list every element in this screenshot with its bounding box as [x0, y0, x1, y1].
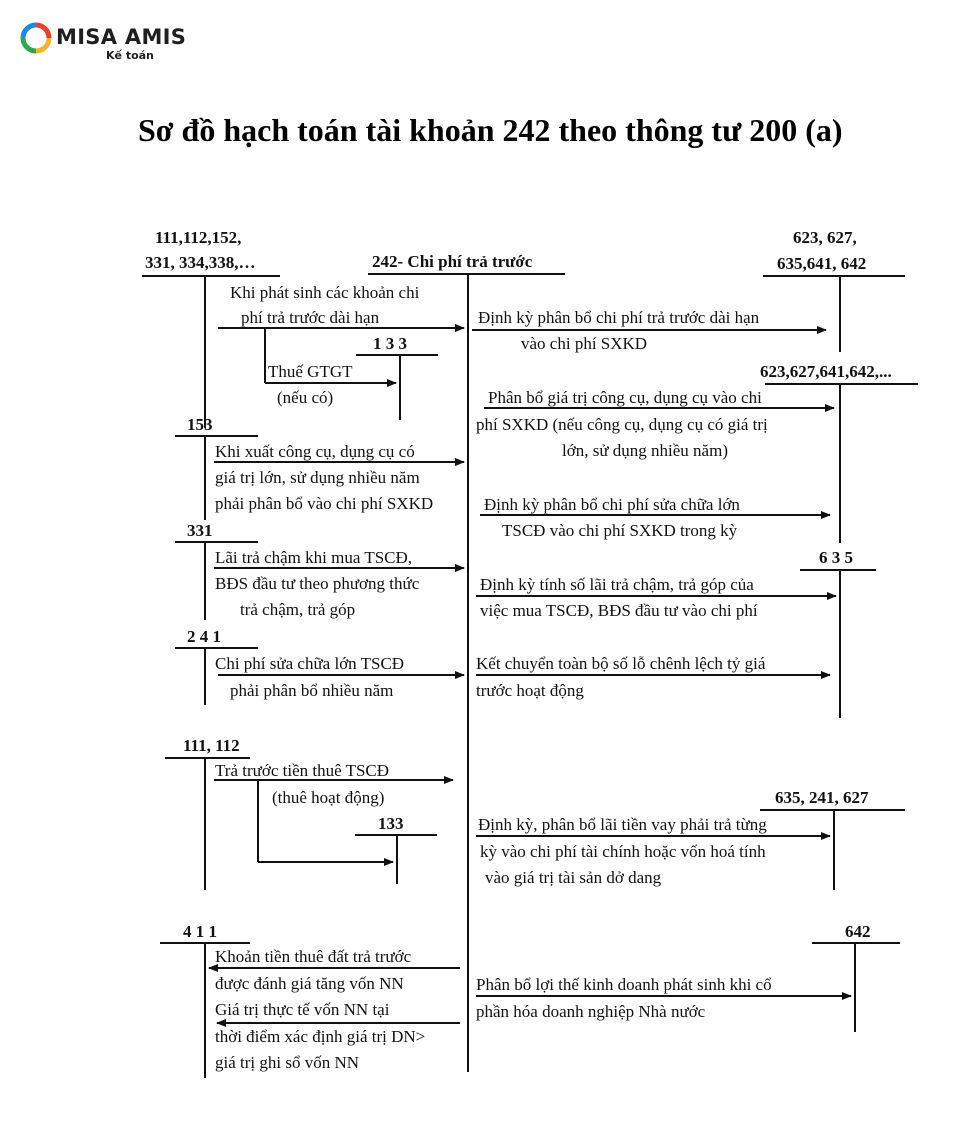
account-623b-label: 623,627,641,642,... [760, 362, 892, 381]
rentry7-line1: Phân bổ lợi thế kinh doanh phát sinh khi… [476, 975, 772, 994]
account-411-label: 4 1 1 [183, 922, 217, 941]
entry3-line1: Lãi trả chậm khi mua TSCĐ, [215, 548, 412, 567]
rentry2-line2: phí SXKD (nếu công cụ, dụng cụ có giá tr… [476, 415, 768, 434]
rentry2-line1: Phân bổ giá trị công cụ, dụng cụ vào chi [488, 388, 762, 407]
entry5-line1: Trả trước tiền thuê TSCĐ [215, 761, 389, 780]
account-153-label: 153 [187, 415, 213, 434]
rentry3-line2: TSCĐ vào chi phí SXKD trong kỳ [502, 521, 738, 540]
account-111-label-line1: 111,112,152, [155, 228, 241, 247]
account-635-label: 6 3 5 [819, 548, 853, 567]
rentry5-line2: trước hoạt động [476, 681, 584, 700]
logo-subtitle: Kế toán [106, 49, 154, 62]
vat-line2: (nếu có) [277, 388, 333, 407]
entry6-line4: thời điểm xác định giá trị DN> [215, 1027, 425, 1046]
rentry1-line1: Định kỳ phân bổ chi phí trả trước dài hạ… [478, 308, 760, 327]
rentry7-line2: phần hóa doanh nghiệp Nhà nước [476, 1002, 706, 1021]
rentry4-line2: việc mua TSCĐ, BĐS đầu tư vào chi phí [480, 601, 758, 620]
page-title: Sơ đồ hạch toán tài khoản 242 theo thông… [138, 112, 843, 148]
entry6-line3: Giá trị thực tế vốn NN tại [215, 1000, 390, 1019]
rentry4-line1: Định kỳ tính số lãi trả chậm, trả góp củ… [480, 575, 754, 594]
rentry6-line2: kỳ vào chi phí tài chính hoặc vốn hoá tí… [480, 842, 766, 861]
rentry6-line3: vào giá trị tài sản dở dang [485, 868, 662, 887]
account-623-label-line1: 623, 627, [793, 228, 857, 247]
vat-line1: Thuế GTGT [268, 362, 353, 381]
account-623-label-line2: 635,641, 642 [777, 254, 866, 273]
account-133b-label: 133 [378, 814, 404, 833]
entry4-line2: phải phân bổ nhiều năm [230, 681, 393, 700]
entry3-line2: BĐS đầu tư theo phương thức [215, 574, 420, 593]
rentry2-line3: lớn, sử dụng nhiều năm) [562, 441, 728, 460]
account-242-header: 242- Chi phí trả trước [372, 252, 533, 271]
misa-amis-logo: MISA AMIS Kế toán [20, 22, 186, 62]
logo-ring-icon [20, 22, 52, 54]
account-642-label: 642 [845, 922, 871, 941]
logo-wordmark: MISA AMIS [56, 25, 187, 49]
account-133-label: 1 3 3 [373, 334, 407, 353]
account-241-label: 2 4 1 [187, 627, 221, 646]
entry2-line1: Khi xuất công cụ, dụng cụ có [215, 442, 415, 461]
rentry3-line1: Định kỳ phân bổ chi phí sửa chữa lớn [484, 495, 740, 514]
rentry5-line1: Kết chuyển toàn bộ số lỗ chênh lệch tỷ g… [476, 654, 766, 673]
entry2-line2: giá trị lớn, sử dụng nhiều năm [215, 468, 420, 487]
entry1-line2: phí trả trước dài hạn [241, 308, 380, 327]
entry5-line2: (thuê hoạt động) [272, 788, 384, 807]
entry1-line1: Khi phát sinh các khoản chi [230, 283, 420, 302]
rentry6-line1: Định kỳ, phân bổ lãi tiền vay phải trả t… [478, 815, 767, 834]
entry6-line2: được đánh giá tăng vốn NN [215, 974, 404, 993]
entry3-line3: trả chậm, trả góp [240, 600, 355, 619]
entry4-line1: Chi phí sửa chữa lớn TSCĐ [215, 654, 404, 673]
account-635b-label: 635, 241, 627 [775, 788, 869, 807]
entry6-line5: giá trị ghi sổ vốn NN [215, 1053, 359, 1072]
rentry1-line2: vào chi phí SXKD [521, 334, 647, 353]
account-111b-label: 111, 112 [183, 736, 240, 755]
entry6-line1: Khoản tiền thuê đất trả trước [215, 947, 412, 966]
entry2-line3: phải phân bổ vào chi phí SXKD [215, 494, 433, 513]
account-111-label-line2: 331, 334,338,… [145, 253, 256, 272]
account-331-label: 331 [187, 521, 213, 540]
